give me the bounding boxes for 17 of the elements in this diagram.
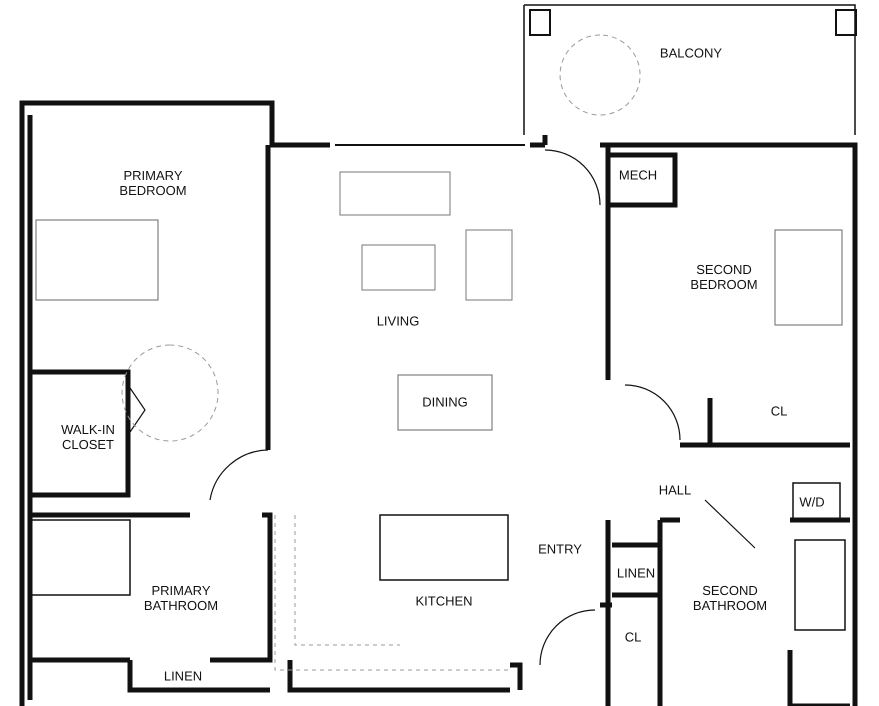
room-label: KITCHEN [414,594,474,608]
room-label: BALCONY [658,46,724,60]
room-label: CL [770,404,788,418]
room-label: WALK-IN CLOSET [60,422,116,452]
room-label: ENTRY [537,542,583,556]
room-label: HALL [658,482,692,498]
room-label: MECH [618,168,658,182]
room-label: SECOND BEDROOM [689,262,759,292]
room-label: LIVING [376,314,420,328]
room-label: PRIMARY BEDROOM [118,168,188,198]
room-label: CL [624,630,642,644]
room-label: PRIMARY BATHROOM [142,583,220,613]
room-label: SECOND BATHROOM [692,583,768,613]
room-label: LINEN [162,668,204,684]
room-label: W/D [798,494,826,510]
room-label: DINING [421,394,469,410]
room-label: LINEN [616,566,656,580]
